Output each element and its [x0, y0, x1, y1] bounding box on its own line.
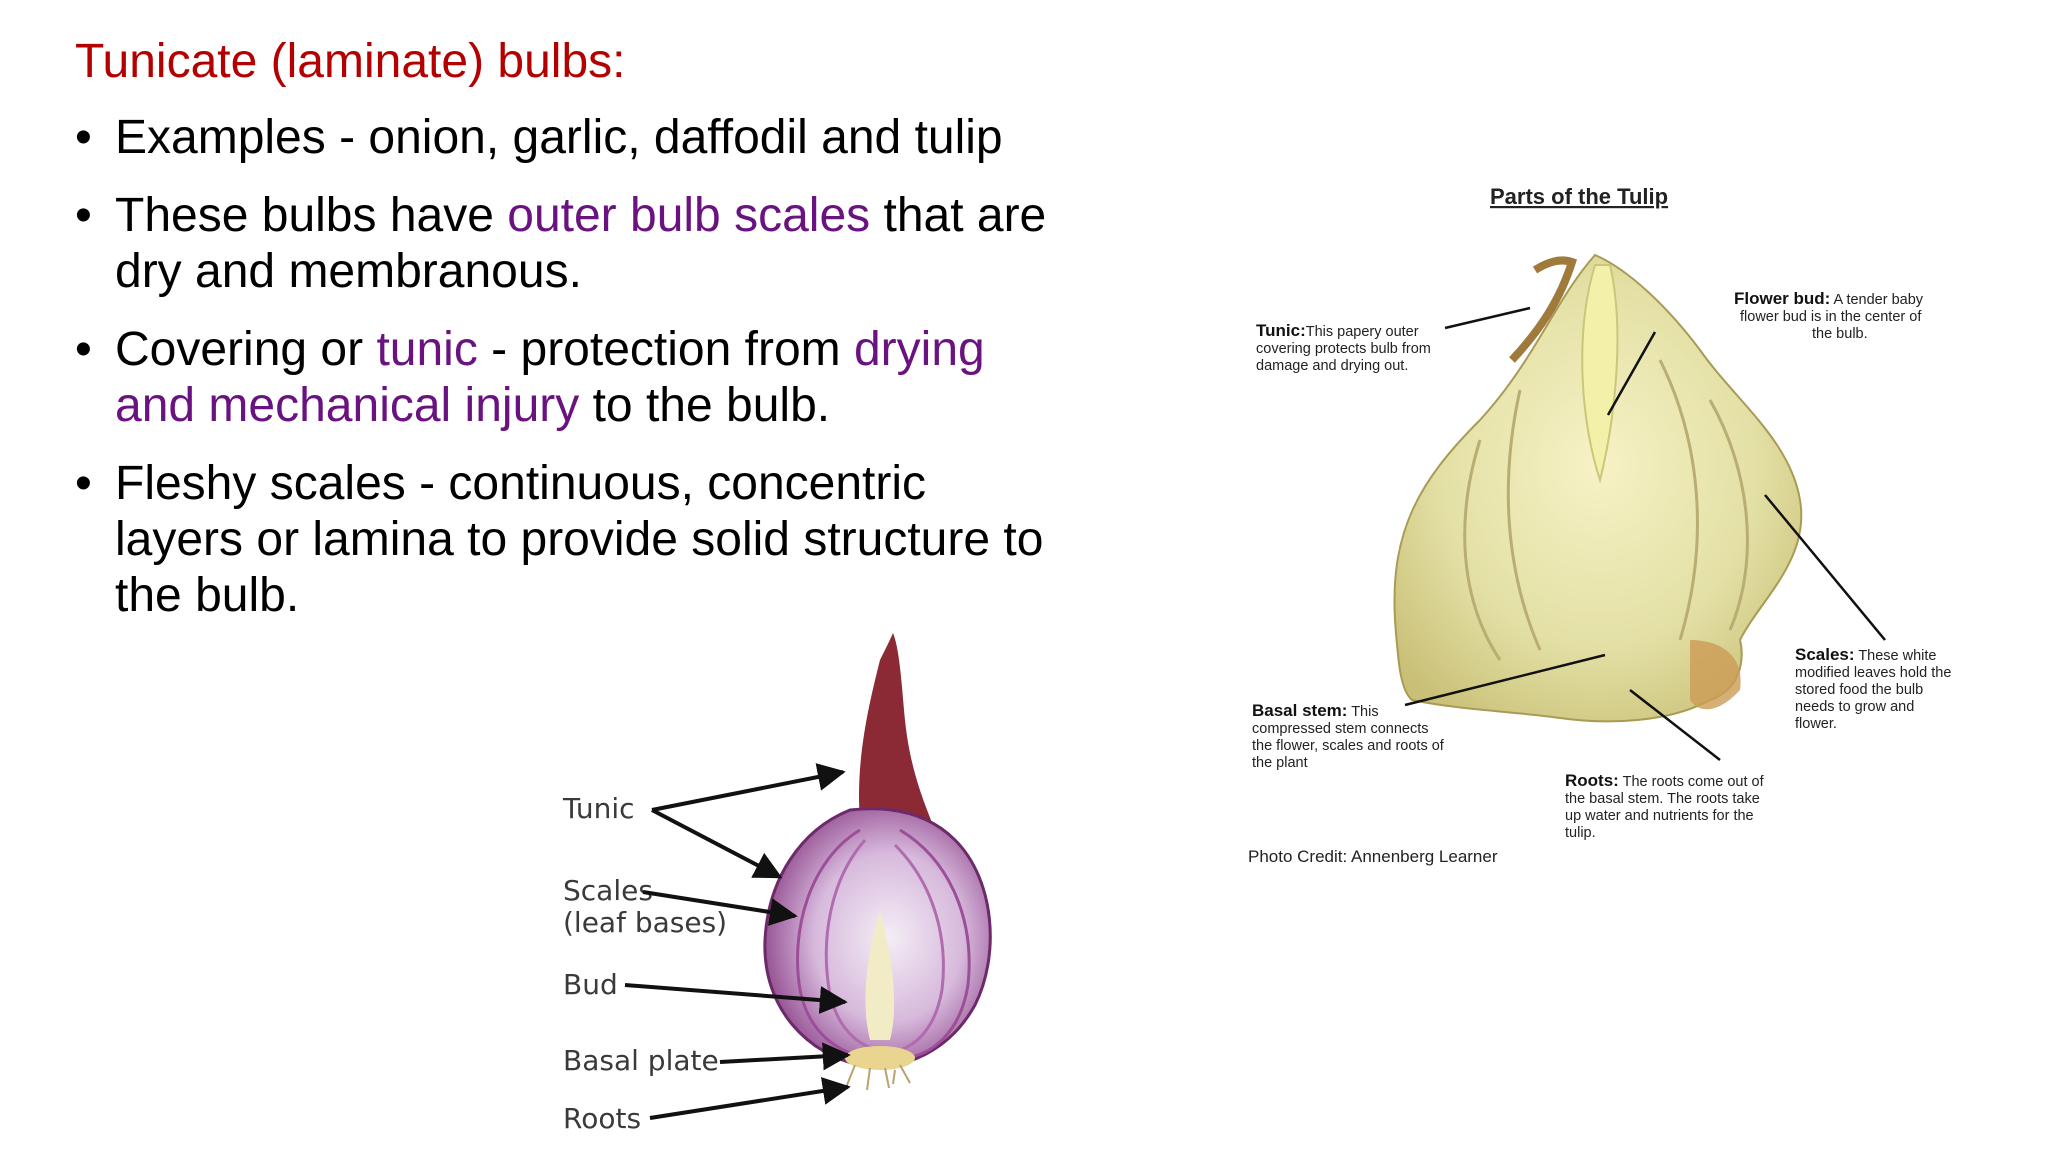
annotation-text: the flower, scales and roots of	[1252, 738, 1445, 754]
svg-text:Roots: The roots come out of: Roots: The roots come out of	[1565, 771, 1765, 790]
annotation-text: the basal stem. The roots take	[1565, 791, 1760, 807]
bullet-text: Covering or	[115, 323, 377, 376]
leader-roots	[1629, 689, 1721, 761]
bullet-item: • Examples - onion, garlic, daffodil and…	[75, 110, 1135, 166]
onion-label-scales: Scales	[563, 874, 653, 907]
highlight-text: and mechanical injury	[115, 379, 580, 432]
tulip-basal-edge	[1690, 640, 1741, 710]
tulip-annotation-flower-bud: Flower bud: A tender baby flower bud is …	[1734, 289, 1924, 342]
bullet-dot: •	[75, 457, 92, 510]
svg-text:Scales: These white: Scales: These white	[1795, 645, 1937, 664]
annotation-text: up water and nutrients for the	[1565, 808, 1754, 824]
annotation-text: modified leaves hold the	[1795, 665, 1951, 681]
tulip-scale-line	[1506, 389, 1542, 651]
bullet-text: to the bulb.	[579, 379, 831, 432]
bullet-text: layers or lamina to provide solid struct…	[115, 513, 1044, 566]
arrow-scales	[642, 890, 798, 926]
slide-title: Tunicate (laminate) bulbs:	[75, 35, 626, 88]
tulip-scale-line	[1463, 439, 1502, 661]
arrow-tunic-lower	[651, 808, 783, 879]
annotation-text: This	[1347, 704, 1378, 720]
bullet-item: • Fleshy scales - continuous, concentric…	[75, 456, 1135, 624]
annotation-text: flower bud is in the center of	[1740, 309, 1922, 325]
annotation-title: Tunic:	[1256, 321, 1306, 340]
tulip-annotation-tunic: Tunic:This papery outer covering protect…	[1256, 321, 1431, 374]
annotation-text: the plant	[1252, 755, 1308, 771]
onion-scale-ring	[893, 843, 945, 1052]
onion-label-basal-plate: Basal plate	[563, 1044, 719, 1077]
leader-flower-bud	[1606, 331, 1657, 416]
arrow-tunic-upper	[651, 763, 846, 812]
bullet-list: • Examples - onion, garlic, daffodil and…	[75, 110, 1135, 646]
annotation-title: Flower bud:	[1734, 289, 1830, 308]
leader-tunic	[1444, 306, 1531, 330]
bullet-text: Fleshy scales - continuous, concentric	[115, 457, 927, 510]
annotation-text: stored food the bulb	[1795, 682, 1923, 698]
svg-text:Basal stem: This: Basal stem: This	[1252, 701, 1379, 720]
svg-text:Tunic:This papery outer: Tunic:This papery outer	[1256, 321, 1419, 340]
bullet-item: • Covering or tunic - protection from dr…	[75, 322, 1135, 434]
annotation-text: tulip.	[1565, 825, 1596, 841]
tulip-bulb-shape	[1393, 253, 1803, 723]
highlight-text: tunic	[376, 323, 478, 376]
onion-neck-shape	[859, 633, 935, 830]
tulip-annotation-basal-stem: Basal stem: This compressed stem connect…	[1252, 701, 1445, 771]
annotation-text: needs to grow and	[1795, 699, 1914, 715]
bullet-item: • These bulbs have outer bulb scales tha…	[75, 188, 1135, 300]
annotation-title: Roots:	[1565, 771, 1619, 790]
tulip-tunic-edge	[1509, 256, 1578, 363]
bullet-text: Examples - onion, garlic, daffodil and t…	[115, 111, 1003, 164]
annotation-text: compressed stem connects	[1252, 721, 1429, 737]
bullet-text: These bulbs have	[115, 189, 508, 242]
arrow-roots	[649, 1077, 851, 1120]
onion-label-bud: Bud	[563, 968, 618, 1001]
onion-bud-shape	[865, 910, 895, 1040]
annotation-title: Basal stem:	[1252, 701, 1347, 720]
tulip-annotation-scales: Scales: These white modified leaves hold…	[1795, 645, 1951, 732]
annotation-text: These white	[1855, 648, 1937, 664]
annotation-text: flower.	[1795, 716, 1837, 732]
onion-basal-plate	[845, 1046, 915, 1070]
bullet-dot: •	[75, 189, 92, 242]
annotation-title: Scales:	[1795, 645, 1855, 664]
tulip-scale-line	[1708, 399, 1749, 631]
bullet-dot: •	[75, 323, 92, 376]
onion-scale-ring	[824, 839, 886, 1052]
highlight-text: drying	[853, 323, 985, 376]
highlight-text: outer bulb scales	[507, 189, 871, 242]
arrow-basal-plate	[719, 1042, 851, 1071]
leader-scales	[1764, 494, 1886, 641]
bullet-text: that are	[870, 189, 1047, 242]
tulip-title: Parts of the Tulip	[1490, 184, 1668, 209]
annotation-text: This papery outer	[1306, 324, 1419, 340]
arrow-bud	[624, 983, 848, 1015]
onion-label-tunic: Tunic	[562, 792, 635, 825]
tulip-annotation-roots: Roots: The roots come out of the basal s…	[1565, 771, 1765, 841]
onion-roots	[846, 1064, 911, 1091]
tulip-flower-bud	[1581, 264, 1619, 484]
tulip-scale-line	[1658, 359, 1699, 641]
bullet-text: - protection from	[477, 323, 854, 376]
bullet-dot: •	[75, 111, 92, 164]
svg-text:Flower bud: A tender baby: Flower bud: A tender baby	[1734, 289, 1924, 308]
annotation-text: A tender baby	[1830, 292, 1923, 308]
leader-basal-stem	[1404, 653, 1606, 707]
annotation-text: damage and drying out.	[1256, 358, 1408, 374]
annotation-text: The roots come out of	[1619, 774, 1765, 790]
onion-label-roots: Roots	[563, 1102, 641, 1135]
photo-credit: Photo Credit: Annenberg Learner	[1248, 847, 1498, 866]
annotation-text: covering protects bulb from	[1256, 341, 1431, 357]
bullet-text: the bulb.	[115, 569, 300, 622]
onion-label-scales-sub: (leaf bases)	[563, 906, 727, 939]
onion-scale-ring	[899, 828, 971, 1060]
annotation-text: the bulb.	[1812, 326, 1868, 342]
bullet-text: dry and membranous.	[115, 245, 582, 298]
